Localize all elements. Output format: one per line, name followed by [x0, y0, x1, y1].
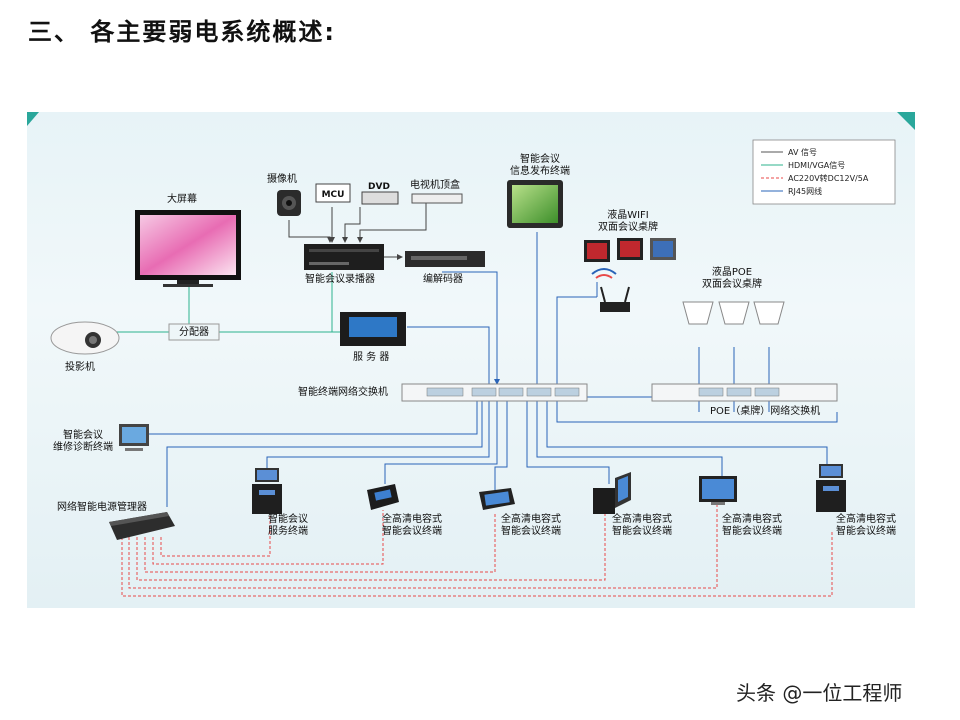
- wifi-router: [591, 268, 630, 312]
- recorder-label: 智能会议录播器: [305, 274, 375, 285]
- encoder-device: [405, 251, 485, 267]
- poe-nameplates: [682, 301, 785, 325]
- legend-item-rj45: RJ45网线: [788, 186, 822, 196]
- poe-switch-label: POE（桌牌）网络交换机: [710, 406, 821, 417]
- encoder-label: 编解码器: [423, 274, 463, 285]
- service-terminal-label: 智能会议 服务终端: [268, 514, 308, 537]
- service-terminal: [252, 468, 282, 514]
- wifi-nameplates: [584, 238, 676, 262]
- poe-nameplate-label: 液晶POE 双面会议桌牌: [702, 267, 762, 290]
- dvd-device: DVD: [361, 182, 399, 205]
- splitter: [168, 323, 220, 341]
- server: [340, 312, 406, 346]
- power-manager: [109, 512, 175, 540]
- mcu-device: MCU: [315, 183, 351, 203]
- camera: [277, 190, 301, 216]
- legend-item-av: AV 信号: [788, 147, 817, 157]
- corner-accent-right: [897, 112, 915, 130]
- poe-switch: [651, 383, 838, 402]
- hd-terminal-1-label: 全高清电容式 智能会议终端: [382, 514, 442, 537]
- power-manager-label: 网络智能电源管理器: [57, 502, 147, 513]
- hd-terminal-4: [699, 476, 737, 505]
- hd-terminal-1: [367, 484, 399, 510]
- hd-terminal-5-label: 全高清电容式 智能会议终端: [836, 514, 896, 537]
- wifi-nameplate-label: 液晶WIFI 双面会议桌牌: [598, 210, 658, 233]
- camera-label: 摄像机: [267, 174, 297, 185]
- info-terminal-label: 智能会议 信息发布终端: [510, 154, 570, 177]
- maint-terminal: [119, 424, 149, 451]
- hd-terminal-2-label: 全高清电容式 智能会议终端: [501, 514, 561, 537]
- main-switch-label: 智能终端网络交换机: [298, 387, 388, 398]
- legend-item-power: AC220V转DC12V/5A: [788, 173, 869, 183]
- projector: [50, 321, 120, 355]
- info-terminal: [507, 180, 563, 228]
- mcu-label: MCU: [322, 190, 345, 200]
- page-title: 三、 各主要弱电系统概述:: [28, 18, 336, 46]
- corner-accent-left: [27, 112, 39, 126]
- main-switch: [401, 383, 588, 402]
- hd-terminal-4-label: 全高清电容式 智能会议终端: [722, 514, 782, 537]
- legend: AV 信号 HDMI/VGA信号 AC220V转DC12V/5A RJ45网线: [752, 139, 896, 205]
- stb-label: 电视机顶盒: [410, 180, 460, 191]
- projector-label: 投影机: [65, 362, 95, 373]
- stb-device: [411, 193, 463, 204]
- server-label: 服 务 器: [353, 352, 390, 363]
- big-screen: [135, 210, 241, 287]
- legend-item-hdmi: HDMI/VGA信号: [788, 160, 845, 170]
- hd-terminal-3-label: 全高清电容式 智能会议终端: [612, 514, 672, 537]
- recorder-device: [304, 244, 384, 270]
- diagram-canvas: AV 信号 HDMI/VGA信号 AC220V转DC12V/5A RJ45网线: [27, 112, 915, 597]
- splitter-label: 分配器: [179, 327, 209, 338]
- system-diagram: AV 信号 HDMI/VGA信号 AC220V转DC12V/5A RJ45网线: [27, 112, 915, 608]
- maint-terminal-label: 智能会议 维修诊断终端: [53, 430, 113, 453]
- hd-terminal-5: [816, 464, 846, 512]
- dvd-label: DVD: [368, 182, 390, 192]
- watermark-text: 头条 @一位工程师: [736, 681, 903, 705]
- big-screen-label: 大屏幕: [167, 194, 197, 205]
- hd-terminal-3: [593, 472, 631, 514]
- hd-terminal-2: [479, 488, 515, 510]
